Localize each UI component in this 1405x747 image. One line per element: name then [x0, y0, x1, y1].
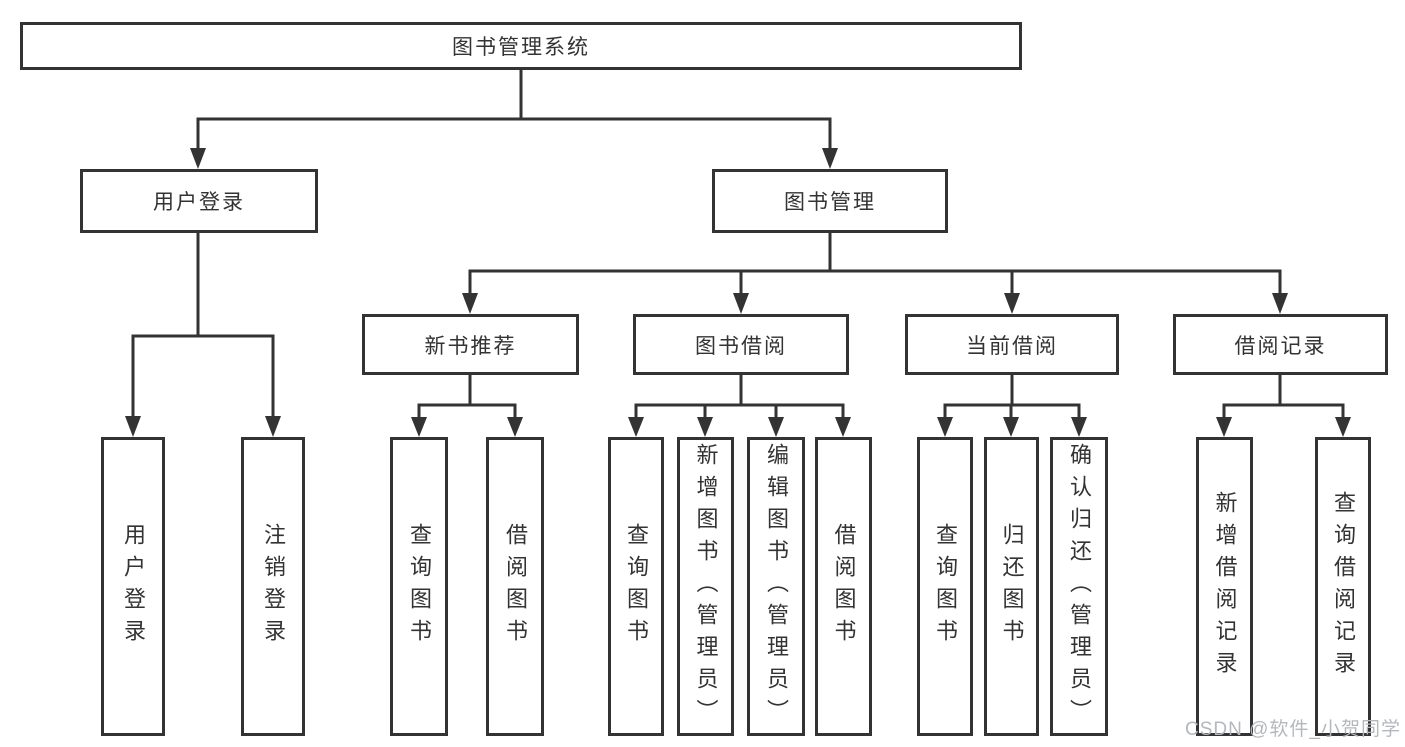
arrowheads-level3: [462, 293, 1288, 314]
leaf-current-return: 归还图书: [984, 437, 1039, 736]
leaf-borrowing-query-label: 查询图书: [624, 522, 649, 651]
node-user-login-label: 用户登录: [153, 191, 245, 214]
leaf-logout: 注销登录: [241, 437, 305, 736]
arrowheads-level2: [190, 148, 838, 169]
leaf-borrowing-borrow: 借阅图书: [815, 437, 872, 736]
leaf-records-query-label: 查询借阅记录: [1331, 490, 1356, 683]
leaf-current-query: 查询图书: [917, 437, 973, 736]
arrowheads-borrowing-leaves: [628, 417, 851, 437]
connector-newbooks-to-leaves: [417, 375, 517, 419]
arrowheads-current-leaves: [937, 417, 1087, 437]
node-user-login: 用户登录: [80, 169, 318, 233]
node-book-borrowing: 图书借阅: [633, 314, 849, 375]
leaf-borrowing-query: 查询图书: [608, 437, 664, 736]
leaf-user-login: 用户登录: [101, 437, 165, 736]
leaf-current-return-label: 归还图书: [999, 522, 1025, 651]
node-current-borrowing: 当前借阅: [905, 314, 1119, 375]
leaf-borrowing-add-label: 新增图书（管理员）: [693, 442, 719, 731]
leaf-newbooks-query-label: 查询图书: [407, 522, 432, 651]
leaf-records-add: 新增借阅记录: [1196, 437, 1253, 736]
node-borrow-records-label: 借阅记录: [1234, 334, 1327, 358]
arrowheads-newbooks-leaves: [411, 417, 523, 437]
node-new-book-recommend-label: 新书推荐: [424, 334, 517, 358]
connector-bookmgmt-to-level3: [468, 233, 1282, 296]
leaf-newbooks-borrow-label: 借阅图书: [503, 522, 528, 651]
connector-borrowing-to-leaves: [634, 375, 845, 419]
leaf-current-query-label: 查询图书: [933, 522, 958, 651]
node-borrow-records: 借阅记录: [1173, 314, 1388, 375]
leaf-borrowing-borrow-label: 借阅图书: [831, 522, 857, 651]
connector-userlogin-to-leaves: [131, 233, 275, 418]
connector-root-to-level2: [196, 70, 832, 150]
node-book-borrowing-label: 图书借阅: [695, 334, 787, 358]
node-current-borrowing-label: 当前借阅: [966, 334, 1058, 358]
leaf-current-confirm-return: 确认归还（管理员）: [1050, 437, 1108, 736]
node-book-management: 图书管理: [712, 169, 948, 233]
connector-records-to-leaves: [1222, 375, 1345, 419]
node-root: 图书管理系统: [20, 22, 1022, 70]
node-book-management-label: 图书管理: [784, 191, 876, 214]
leaf-newbooks-query: 查询图书: [390, 437, 448, 736]
leaf-records-query: 查询借阅记录: [1315, 437, 1371, 736]
leaf-user-login-label: 用户登录: [121, 522, 146, 651]
leaf-records-add-label: 新增借阅记录: [1212, 490, 1238, 683]
leaf-newbooks-borrow: 借阅图书: [486, 437, 544, 736]
leaf-current-confirm-return-label: 确认归还（管理员）: [1067, 442, 1092, 731]
arrowheads-records-leaves: [1216, 417, 1351, 437]
arrowheads-userlogin-leaves: [125, 416, 281, 437]
leaf-borrowing-add: 新增图书（管理员）: [677, 437, 734, 736]
leaf-borrowing-edit: 编辑图书（管理员）: [747, 437, 805, 736]
node-new-book-recommend: 新书推荐: [362, 314, 579, 375]
csdn-watermark: CSDN @软件_小贺同学: [1185, 719, 1401, 740]
leaf-logout-label: 注销登录: [261, 522, 286, 651]
node-root-label: 图书管理系统: [452, 36, 590, 59]
connector-current-to-leaves: [943, 375, 1081, 419]
leaf-borrowing-edit-label: 编辑图书（管理员）: [764, 442, 789, 731]
